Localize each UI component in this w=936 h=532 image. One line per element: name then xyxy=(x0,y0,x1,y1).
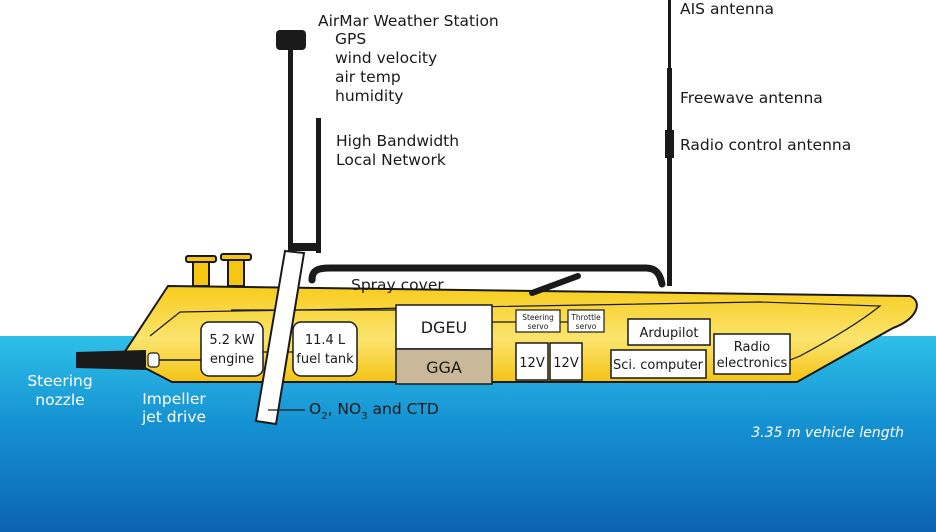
impeller-label-1: Impeller xyxy=(142,390,206,408)
gga-label: GGA xyxy=(426,358,462,377)
ais-antenna-label: AIS antenna xyxy=(680,0,774,18)
impeller-label-2: jet drive xyxy=(141,408,206,426)
radio-electronics-box xyxy=(713,333,791,375)
spray-cover-strut xyxy=(529,273,581,296)
fuel-tank-label-1: 11.4 L xyxy=(305,333,346,348)
vehicle-length-label: 3.35 m vehicle length xyxy=(751,425,904,441)
ardupilot-label: Ardupilot xyxy=(639,326,698,341)
network-label-2: Local Network xyxy=(336,151,446,169)
steering-nozzle-icon xyxy=(76,350,146,370)
battery-label-2: 12V xyxy=(553,356,579,371)
steering-nozzle-label-2: nozzle xyxy=(35,391,84,409)
freewave-antenna-label: Freewave antenna xyxy=(680,89,823,107)
pole-bracket xyxy=(288,243,321,251)
steering-servo-box xyxy=(515,309,561,333)
dgeu-box xyxy=(395,304,493,350)
network-label-1: High Bandwidth xyxy=(336,132,459,150)
sensor-tube xyxy=(254,249,306,426)
steering-servo-label-2: servo xyxy=(528,322,549,331)
weather-station-pole xyxy=(288,48,293,248)
fuel-tank-box xyxy=(292,321,358,377)
steering-servo-label-1: Steering xyxy=(522,313,554,322)
fuel-tank-label-2: fuel tank xyxy=(296,352,354,367)
sci-computer-box xyxy=(610,349,707,379)
throttle-servo-label-1: Throttle xyxy=(570,313,601,322)
battery-label-1: 12V xyxy=(519,356,545,371)
sci-computer-label: Sci. computer xyxy=(613,358,704,373)
impeller-icon xyxy=(147,352,160,368)
ardupilot-box xyxy=(627,318,711,346)
network-pole xyxy=(316,118,321,253)
antenna-mast xyxy=(668,0,671,70)
battery-box-1 xyxy=(515,342,549,381)
engine-label-1: 5.2 kW xyxy=(209,333,254,348)
antenna-mast-lower xyxy=(667,68,672,286)
dgeu-label: DGEU xyxy=(421,318,468,337)
gga-box xyxy=(395,348,493,385)
spray-cover-label: Spray cover xyxy=(351,276,444,294)
steering-nozzle-label-1: Steering xyxy=(27,372,92,390)
engine-box xyxy=(200,321,264,377)
sensors-o-sub: 2 xyxy=(321,411,327,422)
throttle-servo-label-2: servo xyxy=(576,322,597,331)
battery-box-2 xyxy=(549,342,583,381)
airmar-title: AirMar Weather Station xyxy=(318,12,499,30)
airmar-item-humidity: humidity xyxy=(335,87,403,105)
spray-cover xyxy=(308,264,666,288)
engine-label-2: engine xyxy=(210,352,254,367)
sensors-label: O2, NO3 and CTD xyxy=(309,400,439,422)
airmar-item-temp: air temp xyxy=(335,68,401,86)
hull-inner-line xyxy=(149,301,882,373)
radio-electronics-label-2: electronics xyxy=(717,356,788,371)
airmar-weather-station-icon xyxy=(276,30,306,50)
airmar-item-wind: wind velocity xyxy=(335,49,437,67)
sensors-end: and CTD xyxy=(368,400,439,418)
sensors-o: O xyxy=(309,400,321,418)
radio-electronics-label-1: Radio xyxy=(734,340,771,355)
sensors-no-sub: 3 xyxy=(361,411,367,422)
airmar-item-gps: GPS xyxy=(335,30,366,48)
radio-control-antenna-label: Radio control antenna xyxy=(680,136,851,154)
radio-control-antenna-marker xyxy=(665,130,674,158)
sensors-mid: , NO xyxy=(328,400,362,418)
throttle-servo-box xyxy=(567,309,605,333)
vent-icons xyxy=(185,253,252,287)
